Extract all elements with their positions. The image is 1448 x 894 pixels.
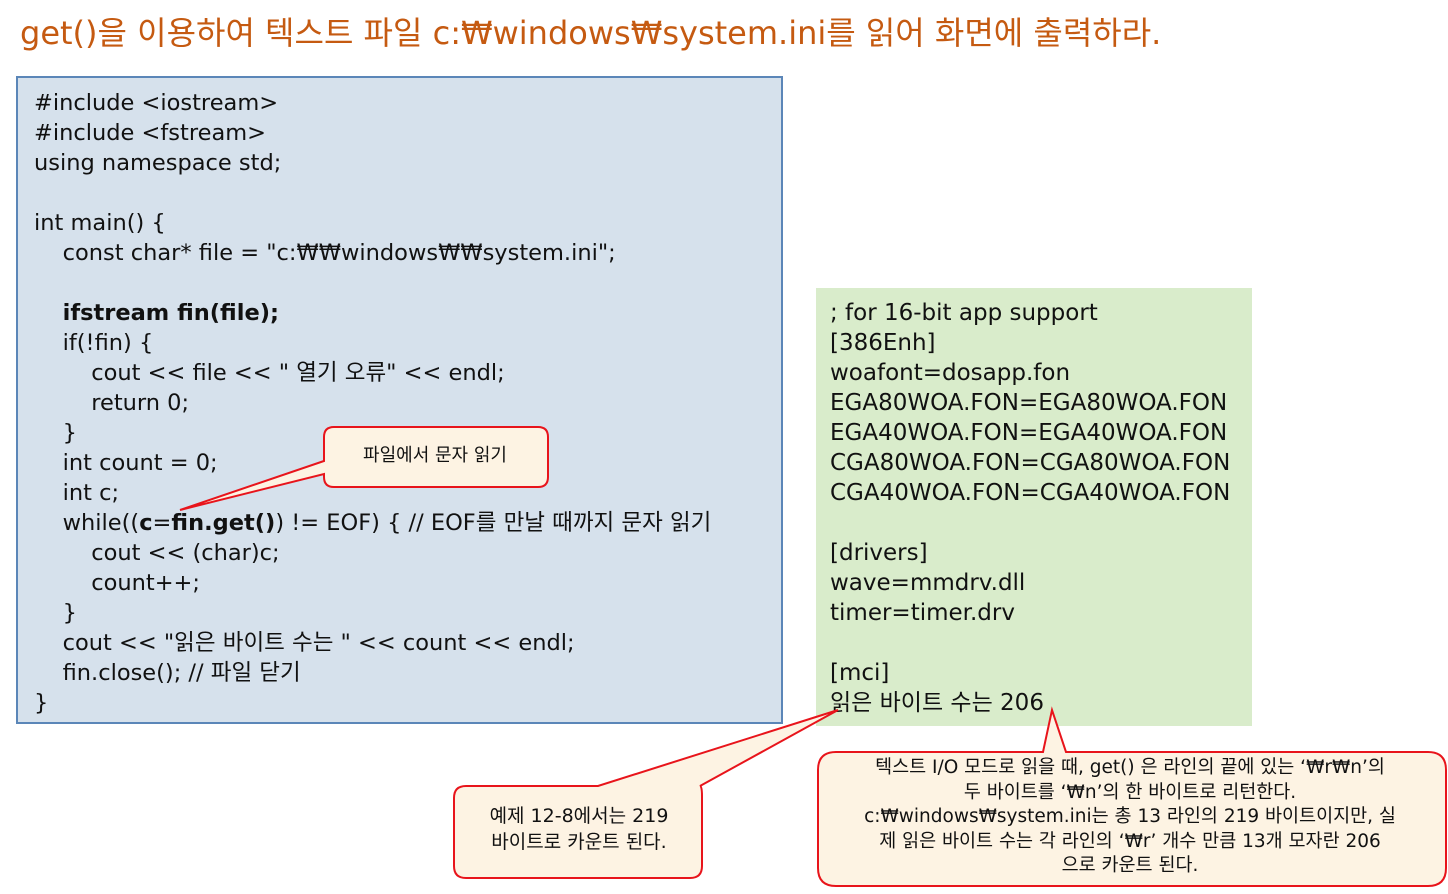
code-bold-segment: fin.get() — [171, 510, 276, 536]
code-segment: fin.close(); // 파일 닫기 — [34, 660, 301, 686]
callout-text-mode: 텍스트 I/O 모드로 읽을 때, get() 은 라인의 끝에 있는 ‘₩r₩… — [828, 756, 1432, 879]
code-line: } — [34, 598, 711, 628]
output-line: 읽은 바이트 수는 206 — [830, 690, 1044, 716]
code-segment: while(( — [34, 510, 140, 536]
callout-line: 바이트로 카운트 된다. — [491, 831, 667, 853]
code-segment: cout << "읽은 바이트 수는 " << count << endl; — [34, 630, 575, 656]
code-bold-segment: c — [139, 510, 153, 536]
code-line: count++; — [34, 568, 711, 598]
output-line: [386Enh] — [830, 330, 936, 356]
callout-line: 두 바이트를 ‘₩n’의 한 바이트로 리턴한다. — [963, 781, 1297, 803]
code-line: return 0; — [34, 388, 711, 418]
code-segment: int main() { — [34, 210, 166, 236]
code-bold-segment: ifstream fin(file); — [62, 300, 279, 326]
code-line: if(!fin) { — [34, 328, 711, 358]
output-line: timer=timer.drv — [830, 600, 1015, 626]
code-segment: using namespace std; — [34, 150, 282, 176]
output-line: EGA80WOA.FON=EGA80WOA.FON — [830, 390, 1228, 416]
callout-read-char-shape — [179, 426, 549, 511]
output-line: ; for 16-bit app support — [830, 300, 1098, 326]
code-line: cout << "읽은 바이트 수는 " << count << endl; — [34, 628, 711, 658]
code-segment: int c; — [34, 480, 120, 506]
code-line: ifstream fin(file); — [34, 298, 711, 328]
callout-line: 제 읽은 바이트 수는 각 라인의 ‘₩r’ 개수 만큼 13개 모자란 206 — [879, 830, 1381, 852]
code-segment: int count = 0; — [34, 450, 218, 476]
output-line: woafont=dosapp.fon — [830, 360, 1071, 386]
callout-line: 예제 12-8에서는 219 — [489, 805, 669, 827]
code-segment: ) != EOF) { // EOF를 만날 때까지 문자 읽기 — [275, 510, 712, 536]
output-listing: ; for 16-bit app support [386Enh] woafont=… — [830, 298, 1230, 718]
code-line: cout << file << " 열기 오류" << endl; — [34, 358, 711, 388]
code-line: #include <fstream> — [34, 118, 711, 148]
callout-line: 으로 카운트 된다. — [1061, 855, 1199, 876]
code-line: cout << (char)c; — [34, 538, 711, 568]
code-segment: cout << file << " 열기 오류" << endl; — [34, 360, 505, 386]
code-line: using namespace std; — [34, 148, 711, 178]
output-line: [mci] — [830, 660, 890, 686]
callout-read-char: 파일에서 문자 읽기 — [324, 441, 546, 471]
output-line: CGA80WOA.FON=CGA80WOA.FON — [830, 450, 1231, 476]
output-line: CGA40WOA.FON=CGA40WOA.FON — [830, 480, 1231, 506]
callout-line: 파일에서 문자 읽기 — [363, 445, 507, 466]
code-segment: } — [34, 690, 49, 716]
code-line: const char* file = "c:₩₩windows₩₩system.… — [34, 238, 711, 268]
output-line: EGA40WOA.FON=EGA40WOA.FON — [830, 420, 1228, 446]
callout-example-count-shape — [453, 709, 839, 879]
code-segment: if(!fin) { — [34, 330, 154, 356]
code-line: } — [34, 688, 711, 718]
callout-text-mode-shape — [817, 706, 1447, 887]
code-segment: = — [152, 510, 172, 536]
callout-line: c:₩windows₩system.ini는 총 13 라인의 219 바이트이… — [864, 806, 1396, 827]
code-segment: cout << (char)c; — [34, 540, 280, 566]
callout-example-count: 예제 12-8에서는 219 바이트로 카운트 된다. — [456, 803, 702, 855]
code-panel: #include <iostream> #include <fstream> usi… — [16, 76, 783, 724]
code-segment: #include <fstream> — [34, 120, 266, 146]
code-segment: } — [34, 600, 77, 626]
code-segment: #include <iostream> — [34, 90, 279, 116]
output-panel: ; for 16-bit app support [386Enh] woafont=… — [816, 288, 1252, 726]
code-line: fin.close(); // 파일 닫기 — [34, 658, 711, 688]
code-segment: count++; — [34, 570, 200, 596]
output-line: wave=mmdrv.dll — [830, 570, 1026, 596]
code-line: #include <iostream> — [34, 88, 711, 118]
code-line: } — [34, 418, 711, 448]
code-listing: #include <iostream> #include <fstream> usi… — [34, 88, 711, 718]
code-segment: } — [34, 420, 77, 446]
code-segment: const char* file = "c:₩₩windows₩₩system.… — [34, 240, 616, 266]
code-line: while((c=fin.get()) != EOF) { // EOF를 만날… — [34, 508, 712, 538]
page-title: get()을 이용하여 텍스트 파일 c:₩windows₩system.ini… — [20, 14, 1162, 52]
output-line: [drivers] — [830, 540, 928, 566]
code-line: int main() { — [34, 208, 711, 238]
code-line: int count = 0; — [34, 448, 711, 478]
code-line: int c; — [34, 478, 711, 508]
callout-line: 텍스트 I/O 모드로 읽을 때, get() 은 라인의 끝에 있는 ‘₩r₩… — [875, 757, 1385, 778]
code-segment: return 0; — [34, 390, 190, 416]
